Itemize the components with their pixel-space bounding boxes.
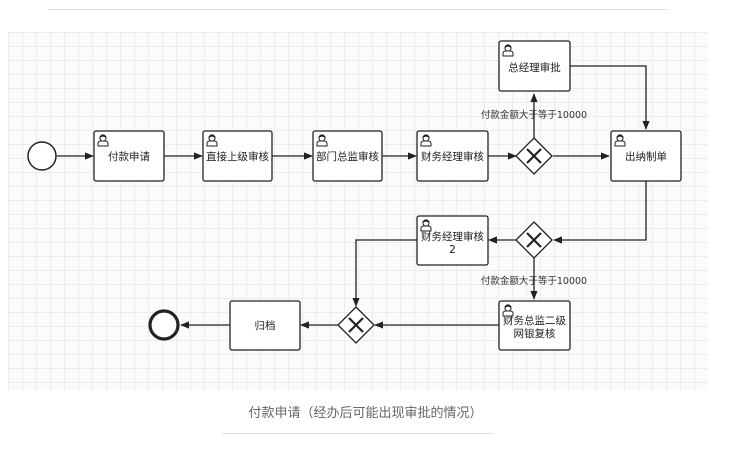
task-finance-manager-2[interactable]: 财务经理审核 2 [416, 215, 489, 266]
task-archive[interactable]: 归档 [229, 300, 301, 351]
gateway-2 [515, 221, 553, 259]
task-label-line-2: 网银复核 [514, 327, 556, 340]
gateway-3 [337, 306, 375, 344]
task-finance-manager[interactable]: 财务经理审核 [416, 130, 489, 182]
flow-cashier-to-gateway-2 [553, 181, 647, 244]
task-apply[interactable]: 付款申请 [93, 130, 165, 182]
task-finance-director[interactable]: 财务总监二级 网银复核 [498, 300, 571, 351]
figure-caption: 付款申请（经办后可能出现审批的情况） [248, 406, 483, 421]
top-divider [48, 9, 668, 10]
task-direct-superior[interactable]: 直接上级审核 [202, 130, 273, 182]
flow-general-manager-to-cashier [570, 65, 650, 130]
task-label: 总经理审批 [508, 61, 561, 74]
task-general-manager[interactable]: 总经理审批 [498, 40, 571, 92]
upper-condition-label: 付款金额大于等于10000 [481, 109, 587, 121]
task-label-line-1: 财务经理审核 [421, 230, 484, 243]
task-label-line-2: 2 [449, 244, 456, 256]
caption-underline [222, 433, 494, 434]
end-event [148, 309, 180, 341]
task-label-line-1: 财务总监二级 [503, 314, 566, 327]
task-label: 部门总监审核 [316, 150, 379, 163]
task-label: 归档 [255, 319, 276, 332]
task-cashier[interactable]: 出纳制单 [610, 130, 682, 182]
task-label: 直接上级审核 [206, 150, 269, 163]
lower-condition-label: 付款金额大于等于10000 [481, 275, 587, 287]
gateway-1 [515, 137, 553, 175]
flow-finance-manager-2-to-gateway-3 [352, 239, 417, 307]
task-label: 财务经理审核 [421, 150, 484, 163]
task-label: 付款申请 [108, 150, 150, 163]
start-event [27, 141, 57, 171]
task-label: 出纳制单 [625, 150, 667, 163]
task-dept-director[interactable]: 部门总监审核 [312, 130, 383, 182]
